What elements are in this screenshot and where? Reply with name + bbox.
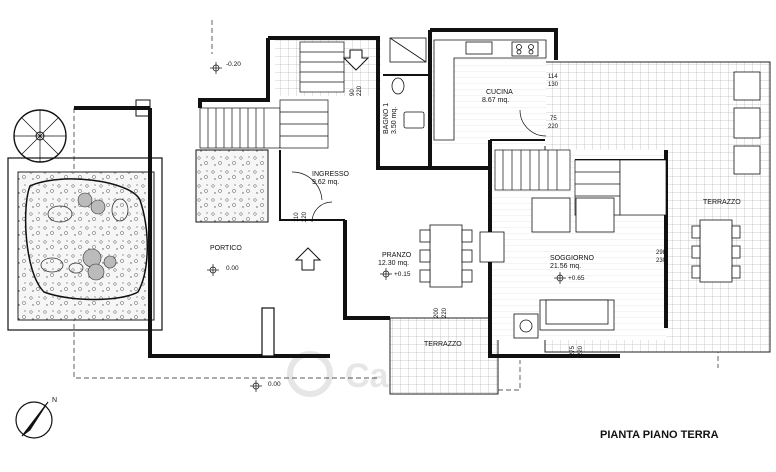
bagno-area: 3.50 mq.	[391, 107, 398, 134]
level-markers: -0.20 0.00 0.00 +0.15 +0.65	[207, 61, 585, 392]
cucina-area: 8.67 mq.	[482, 97, 509, 104]
dim-soggiorno-right-a: 298	[656, 250, 667, 256]
portico-name: PORTICO	[210, 245, 242, 252]
dim-soggiorno-right-b: 230	[656, 258, 667, 264]
dim-kitchen-door-height: 220	[548, 124, 559, 130]
dim-pranzo-bottom-a: 200	[434, 307, 440, 318]
garden-walls	[7, 99, 163, 331]
level-pranzo: +0.15	[394, 271, 411, 278]
entry-arrow-icon	[294, 247, 322, 271]
dim-kitchen-door-width: 75	[550, 116, 557, 122]
room-labels: CUCINA 8.67 mq. INGRESSO 9.62 mq. PORTIC…	[210, 89, 741, 348]
dimension-labels: 90 220 114 130 75 220 110 220 298 230 20…	[294, 74, 667, 356]
dim-bagno-door-width: 90	[350, 89, 356, 96]
pranzo-name: PRANZO	[382, 252, 412, 259]
dim-bagno-door-height: 220	[357, 85, 363, 96]
level-soggiorno: +0.65	[568, 275, 585, 282]
soggiorno-stairs	[494, 149, 667, 216]
level-portico: 0.00	[226, 265, 239, 272]
level-top-left: -0.20	[226, 61, 241, 68]
main-stairs	[199, 41, 345, 149]
bagno-name: BAGNO 1	[383, 103, 390, 134]
living-room-furniture	[513, 197, 615, 339]
ingresso-name: INGRESSO	[312, 171, 350, 178]
dim-kitchen-right-a: 114	[548, 74, 558, 80]
kitchen-fixtures	[433, 39, 547, 141]
dim-soggiorno-bottom-b: 220	[578, 345, 584, 356]
dim-kitchen-right-b: 130	[548, 82, 559, 88]
terrace-furniture	[691, 71, 761, 283]
portico-pillar	[261, 307, 275, 357]
dim-pranzo-bottom-b: 220	[442, 307, 448, 318]
north-label: N	[52, 397, 57, 404]
north-arrow-icon: N	[15, 397, 57, 439]
stairs-arrow-icon	[342, 49, 370, 71]
plan-title: PIANTA PIANO TERRA	[600, 429, 719, 441]
dim-soggiorno-bottom-a: 275	[570, 345, 576, 356]
level-outside: 0.00	[268, 381, 281, 388]
cucina-name: CUCINA	[486, 89, 513, 96]
dim-ingresso-door-height: 220	[302, 211, 308, 222]
terrace-bottom	[389, 317, 499, 395]
bathroom-fixtures	[389, 37, 427, 129]
doors	[291, 109, 547, 223]
pranzo-area: 12.30 mq.	[378, 260, 409, 267]
ingresso-area: 9.62 mq.	[312, 179, 339, 186]
spiral-staircase	[13, 109, 67, 163]
terrazzo-bottom-name: TERRAZZO	[424, 341, 462, 348]
pebble-basin	[24, 178, 148, 301]
watermark-logo	[287, 351, 333, 397]
stepping-stones	[40, 198, 129, 274]
soggiorno-name: SOGGIORNO	[550, 255, 595, 262]
soggiorno-area: 21.56 mq.	[550, 263, 581, 270]
planter-bed	[195, 149, 269, 223]
dining-table	[419, 224, 505, 288]
terrazzo-right-name: TERRAZZO	[703, 199, 741, 206]
dim-ingresso-door-width: 110	[294, 212, 300, 222]
